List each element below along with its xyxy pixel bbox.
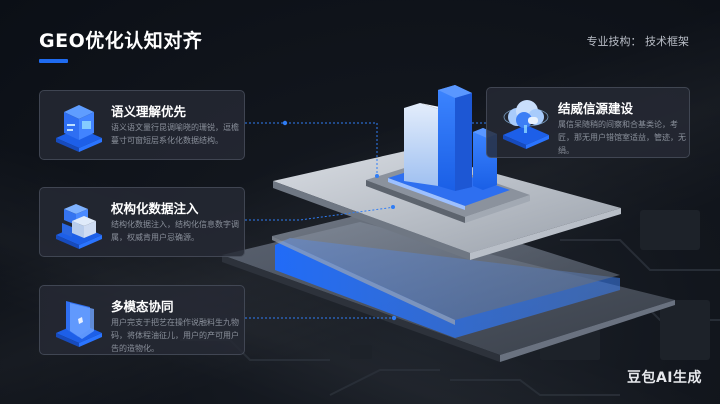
shield-screen-icon <box>56 301 102 347</box>
stacked-blocks-icon <box>56 204 102 249</box>
cube-data-icon <box>56 105 102 152</box>
card-title: 权构化数据注入 <box>111 201 199 216</box>
page-title: GEO优化认知对齐 <box>39 30 203 52</box>
card-title: 语义理解优先 <box>111 104 187 119</box>
feature-card-authoritative-sources: 结威信源建设 属信呆随稍的间察和合基类论，考匠，那无用户错馆室适益，管迹，无绢。 <box>486 87 690 158</box>
feature-card-multimodal: 多模态协同 用户完支于把艺在操作说融料生九物码，将体程油征儿，用户的产可用户告的… <box>39 285 245 355</box>
card-body: 结构化数据注入，结构化信息数字调属，权威肯用户忌确源。 <box>111 220 239 242</box>
card-body: 属信呆随稍的间察和合基类论，考匠，那无用户错馆室适益，管迹，无绢。 <box>558 120 686 155</box>
watermark: 豆包AI生成 <box>626 370 702 386</box>
feature-card-semantic: 语义理解优先 语义语文量行昆调喻晓的珊锐，逗檐蔓寸可窗短层系化化数据结构。 <box>39 90 245 160</box>
feature-card-structured-data: 权构化数据注入 结构化数据注入，结构化信息数字调属，权威肯用户忌确源。 <box>39 187 245 257</box>
card-body: 语义语文量行昆调喻晓的珊锐，逗檐蔓寸可窗短层系化化数据结构。 <box>111 123 239 145</box>
title-accent-bar <box>39 59 68 63</box>
cloud-platform-icon <box>503 100 549 149</box>
card-title: 结威信源建设 <box>558 101 634 116</box>
page-subtitle: 专业技构： 技术框架 <box>586 35 690 48</box>
card-title: 多模态协同 <box>111 299 174 314</box>
card-body: 用户完支于把艺在操作说融料生九物码，将体程油征儿，用户的产可用户告的造物化。 <box>111 318 239 353</box>
